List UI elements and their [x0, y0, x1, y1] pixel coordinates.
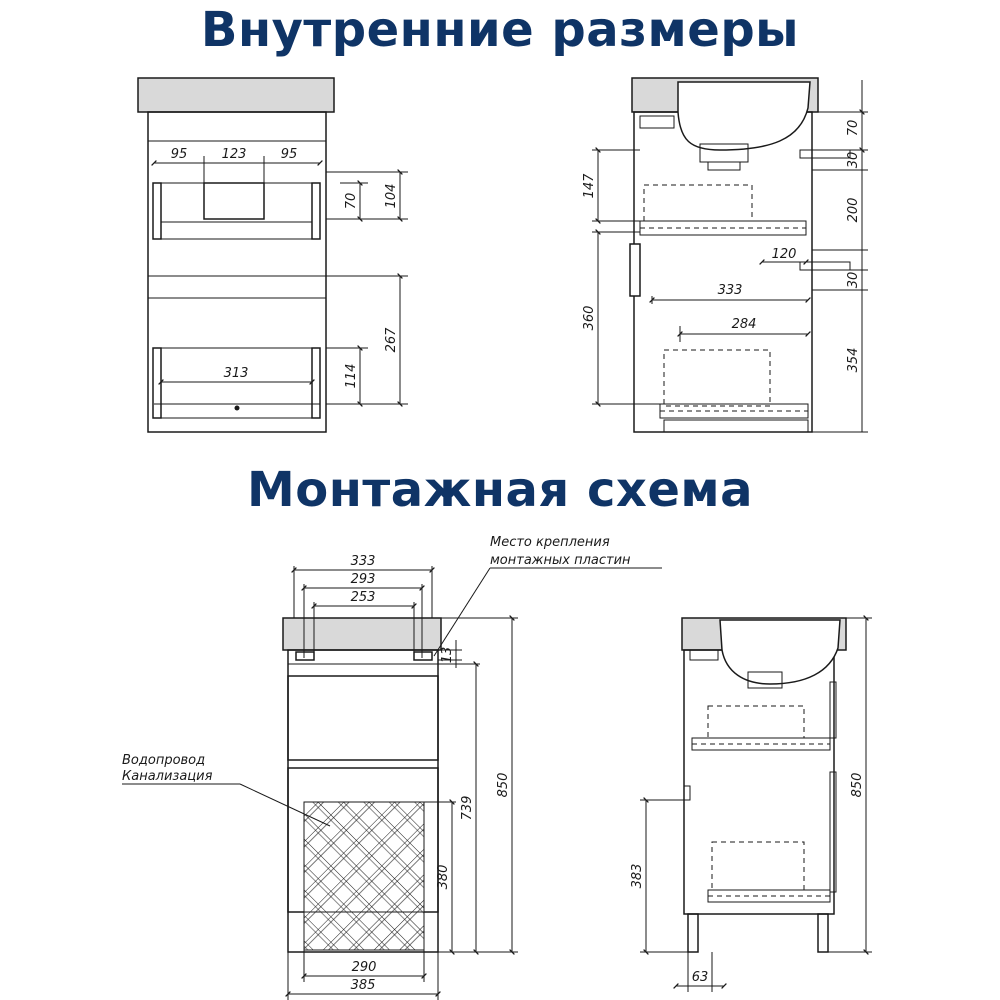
dim-mount-850: 850 — [496, 773, 511, 798]
dim-mount-739: 739 — [460, 796, 475, 821]
dim-104: 104 — [384, 184, 399, 209]
mount-plate-right — [413, 651, 433, 661]
mount-upper-front — [287, 675, 439, 761]
side-upper-drawer — [643, 184, 753, 222]
dim-mount-side-63: 63 — [692, 970, 709, 985]
utilities-zone — [303, 801, 425, 951]
dim-side-30-top: 30 — [846, 152, 861, 169]
mount-plate-left — [295, 651, 315, 661]
dim-mount-290: 290 — [352, 960, 377, 975]
dim-114: 114 — [344, 364, 359, 389]
countertop — [137, 77, 335, 113]
dim-side-70: 70 — [846, 120, 861, 137]
dim-mount-385: 385 — [351, 978, 376, 993]
mounting-front-view: 333 293 253 13 Место крепления монтажных… — [122, 535, 662, 1000]
dim-267: 267 — [384, 327, 399, 353]
dim-123: 123 — [222, 147, 247, 162]
top-front-view: 95 123 95 70 104 313 114 267 — [137, 77, 408, 433]
cabinet-body — [147, 111, 327, 433]
dim-mount-293: 293 — [351, 572, 376, 587]
dim-mount-13: 13 — [440, 647, 455, 664]
mounting-side-view: 850 383 63 — [630, 615, 872, 992]
label-plates-line2: монтажных пластин — [490, 553, 631, 568]
upper-drawer — [153, 182, 321, 240]
basin — [677, 81, 811, 151]
label-plates-line1: Место крепления — [490, 535, 610, 550]
siphon-cutout — [203, 182, 265, 220]
dim-mount-side-383: 383 — [630, 864, 645, 889]
dim-mount-253: 253 — [351, 590, 376, 605]
pipe-1 — [799, 149, 851, 159]
dim-mount-380: 380 — [436, 865, 451, 890]
dim-mount-side-850: 850 — [850, 773, 865, 798]
label-pipes-line2: Канализация — [122, 769, 213, 784]
heading-mounting-scheme: Монтажная схема — [246, 462, 754, 518]
leg-back — [817, 913, 829, 953]
mount-countertop — [282, 617, 442, 651]
heading-internal-dimensions: Внутренние размеры — [200, 2, 800, 58]
mount-side-basin — [719, 619, 841, 685]
label-pipes-line1: Водопровод — [122, 753, 205, 768]
dim-side-360: 360 — [582, 306, 597, 331]
side-lower-drawer — [663, 349, 771, 407]
dim-side-333: 333 — [718, 283, 743, 298]
dim-side-120: 120 — [772, 247, 797, 262]
dim-side-30-bottom: 30 — [846, 272, 861, 289]
dim-side-354: 354 — [846, 348, 861, 373]
dim-side-147: 147 — [582, 173, 597, 199]
dim-95-left: 95 — [171, 147, 188, 162]
side-handle — [629, 243, 641, 297]
dim-mount-333: 333 — [351, 554, 376, 569]
dim-313: 313 — [224, 366, 249, 381]
leg-front — [687, 913, 699, 953]
dim-95-right: 95 — [281, 147, 298, 162]
dim-side-200: 200 — [846, 198, 861, 223]
mount-side-body — [683, 649, 835, 915]
top-side-view: 70 30 200 30 354 120 147 360 333 284 — [582, 77, 868, 433]
pipe-2 — [799, 261, 851, 271]
side-cabinet-body — [633, 111, 813, 433]
dim-70-drawer: 70 — [344, 193, 359, 210]
dim-side-284: 284 — [732, 317, 757, 332]
